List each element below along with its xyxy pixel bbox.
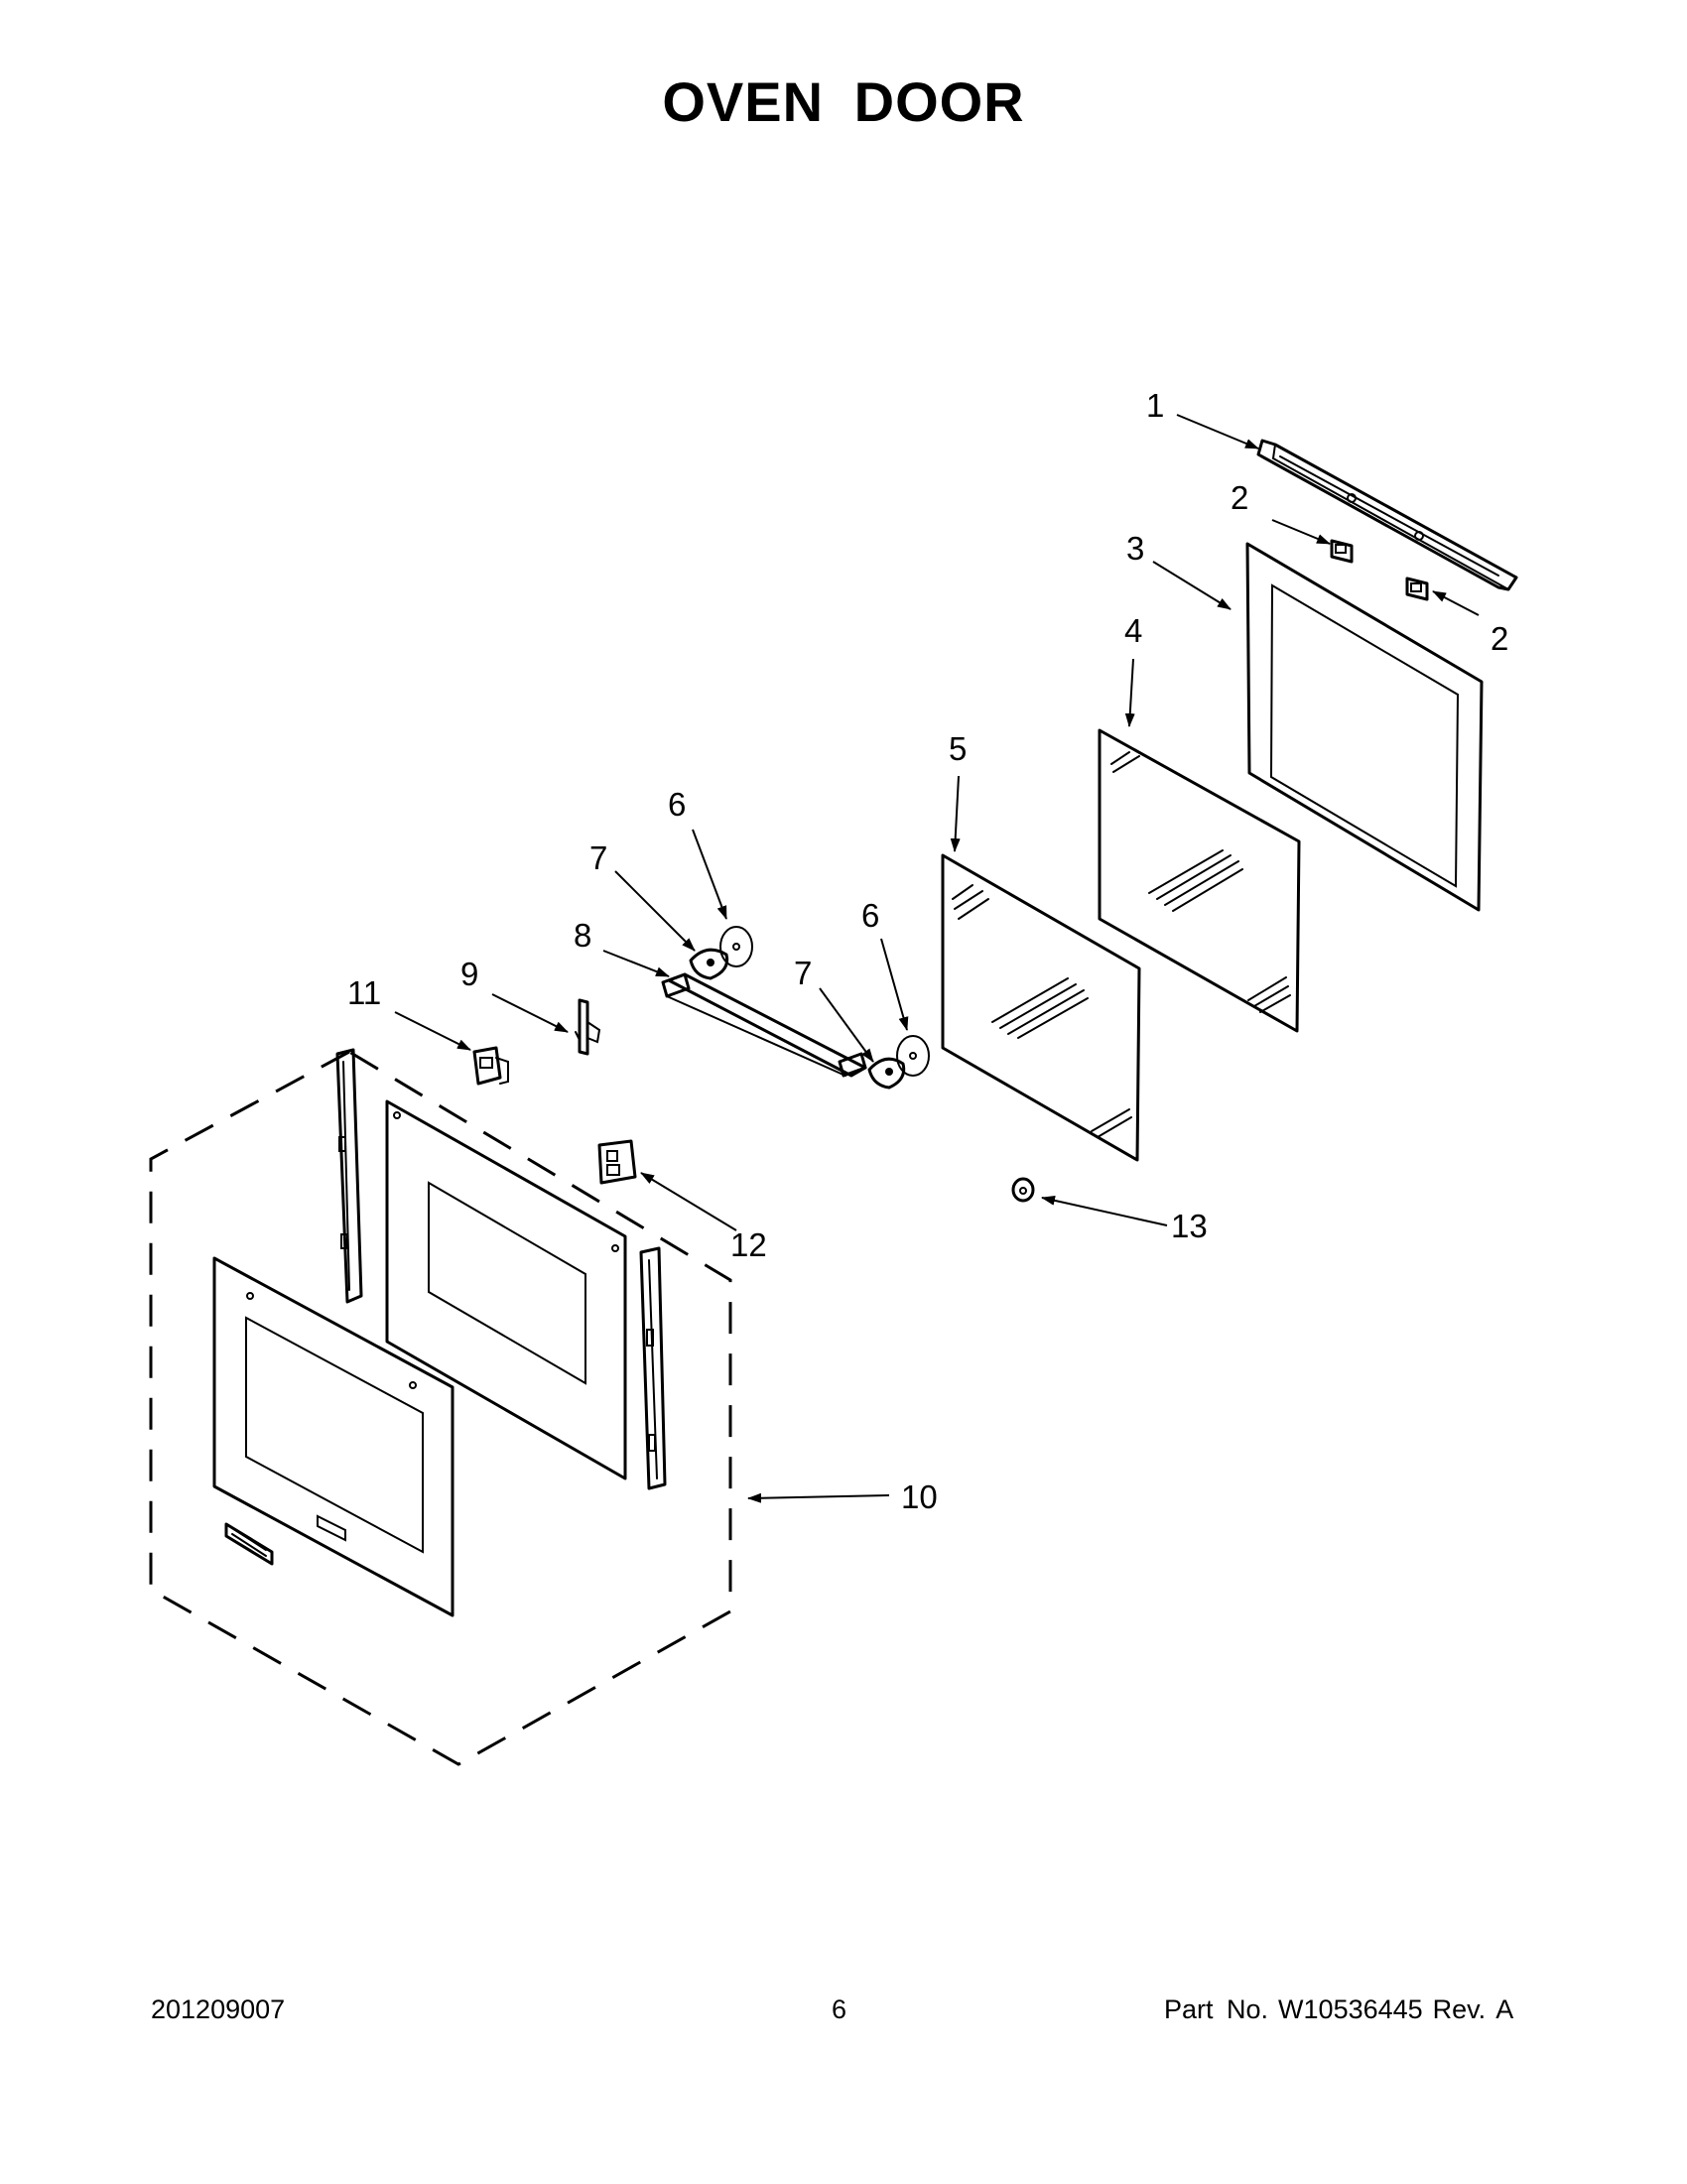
callout-6: 6 [861,897,879,934]
callout-1: 1 [1146,387,1164,424]
part-9-latch [575,998,601,1056]
footer-page-number: 6 [832,1994,847,2024]
part-10-door-assembly [149,1048,732,1766]
callout-13: 13 [1171,1208,1208,1244]
part-6-disc-upper [719,926,753,967]
part-2-bracket-right [1405,577,1429,601]
part-12-hinge-receiver [597,1139,637,1185]
callout-2: 2 [1231,479,1248,516]
part-5-outer-glass [941,853,1141,1162]
part-number: W10536445 [1278,1994,1423,2024]
callout-7: 7 [794,955,812,991]
footer-part-info: Part No. W10536445 Rev. A [1164,1994,1523,2025]
callout-9: 9 [460,956,478,992]
part-7-mount-lower [867,1057,906,1090]
part-11-hinge-bracket [472,1046,509,1086]
part-8-door-handle [661,972,867,1078]
part-4-inner-glass [1098,728,1301,1033]
part-2-bracket-left [1330,539,1354,564]
rev-value: A [1495,1994,1514,2024]
callout-11: 11 [347,974,381,1011]
part-13-bumper [1011,1177,1035,1203]
part-3-door-frame [1245,542,1484,912]
leader-lines [394,414,1480,1503]
callout-10: 10 [901,1478,938,1515]
callout-12: 12 [730,1226,767,1263]
part-7-mount-upper [689,948,729,980]
part-1-door-trim [1256,439,1518,591]
callout-6: 6 [668,786,686,823]
part-label: Part No. [1164,1994,1269,2024]
rev-label: Rev. [1432,1994,1487,2024]
callout-3: 3 [1126,530,1144,567]
callout-4: 4 [1124,612,1142,649]
callout-8: 8 [574,917,591,954]
page-title: OVEN DOOR [662,70,1025,133]
callout-7: 7 [589,839,607,876]
callout-5: 5 [949,730,967,767]
callout-2: 2 [1491,620,1508,657]
part-6-disc-lower [896,1035,930,1077]
footer-date-code: 201209007 [151,1994,286,2024]
